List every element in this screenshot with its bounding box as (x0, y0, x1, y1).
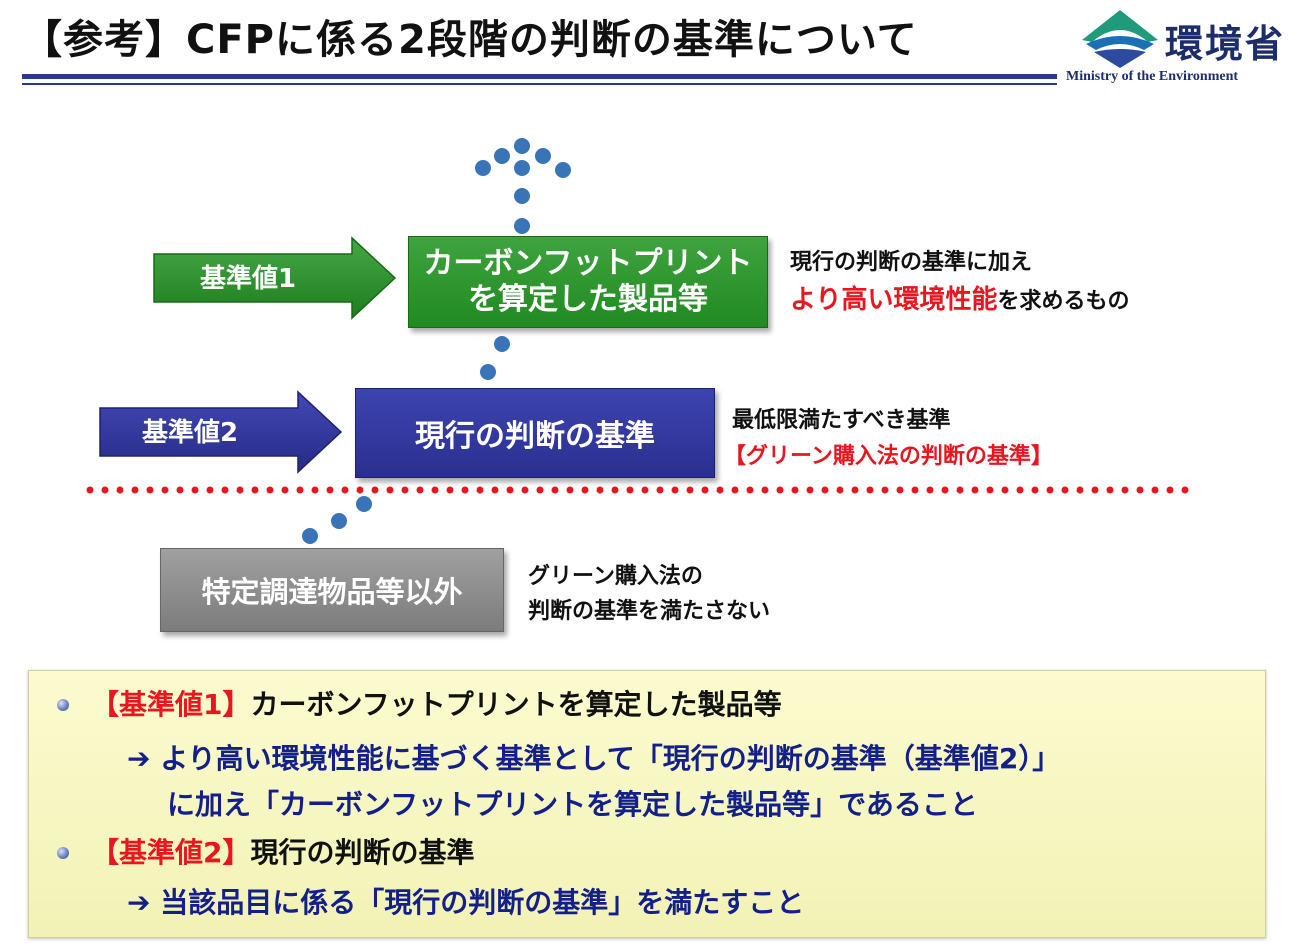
level1-arrow-label: 基準値1 (200, 264, 297, 294)
bullet-icon (57, 847, 69, 859)
ministry-english-name: Ministry of the Environment (1066, 69, 1239, 84)
level1-desc-rest: を求めるもの (997, 289, 1130, 314)
red-dotted-divider (86, 486, 1196, 494)
summary-item1-text: カーボンフットプリントを算定した製品等 (250, 688, 782, 721)
lower-dotted-path-icon (302, 496, 372, 544)
level2-arrow-icon (99, 390, 343, 474)
summary-item2-sub: ➔ 当該品目に係る「現行の判断の基準」を満たすこと (127, 886, 805, 919)
title-underline-thick (22, 74, 1057, 79)
title-underline-thin (22, 83, 1057, 85)
level1-arrow-icon (153, 236, 397, 320)
level3-box: 特定調達物品等以外 (160, 548, 504, 632)
summary-item2-tag: 【基準値2】 (91, 836, 251, 869)
summary-item1-sub1: ➔ より高い環境性能に基づく基準として「現行の判断の基準（基準値2）」 (127, 742, 1061, 775)
level1-box-line1: カーボンフットプリント (423, 246, 753, 281)
summary-item1-tag: 【基準値1】 (91, 688, 251, 721)
level2-arrow-label: 基準値2 (142, 418, 239, 448)
level1-box: カーボンフットプリント を算定した製品等 (408, 236, 768, 328)
level2-box: 現行の判断の基準 (355, 388, 715, 478)
level3-desc-line2: 判断の基準を満たさない (528, 599, 771, 624)
ministry-logo-icon (1082, 10, 1158, 68)
level1-box-line2: を算定した製品等 (467, 282, 708, 317)
level1-desc-highlight: より高い環境性能 (790, 285, 998, 315)
summary-item1-sub2: に加え「カーボンフットプリントを算定した製品等」であること (167, 788, 978, 821)
summary-item1: 【基準値1】カーボンフットプリントを算定した製品等 (91, 687, 782, 723)
ministry-name: 環境省 (1165, 21, 1286, 66)
level1-desc-line2: より高い環境性能を求めるもの (790, 283, 1130, 319)
summary-item2-text: 現行の判断の基準 (250, 836, 475, 869)
summary-item2: 【基準値2】現行の判断の基準 (91, 835, 475, 871)
level1-desc-line1: 現行の判断の基準に加え (790, 250, 1033, 275)
level2-desc-line2: 【グリーン購入法の判断の基準】 (724, 444, 1053, 469)
level3-desc-line1: グリーン購入法の (528, 564, 703, 589)
bullet-icon (57, 699, 69, 711)
upward-dotted-arrow-icon (475, 138, 571, 380)
level2-desc-line1: 最低限満たすべき基準 (732, 408, 951, 433)
summary-box: 【基準値1】カーボンフットプリントを算定した製品等 ➔ より高い環境性能に基づく… (28, 670, 1266, 938)
page-title: 【参考】CFPに係る2段階の判断の基準について (22, 17, 918, 63)
